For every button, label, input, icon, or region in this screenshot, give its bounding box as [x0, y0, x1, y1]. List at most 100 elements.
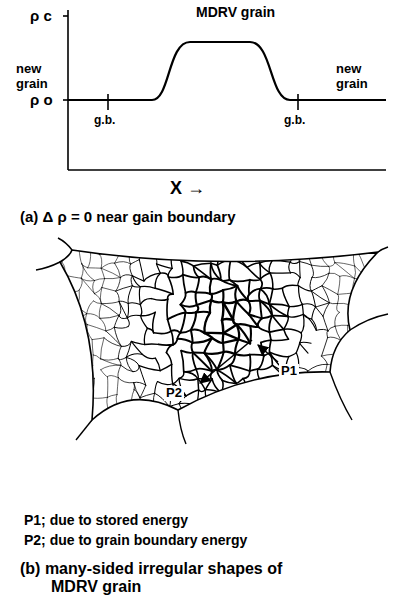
dislocation-wall: [337, 304, 340, 313]
dislocation-wall: [300, 262, 312, 266]
dislocation-wall: [51, 314, 55, 331]
dislocation-wall: [261, 340, 271, 342]
dislocation-wall: [121, 275, 133, 278]
dislocation-wall: [204, 352, 224, 354]
force-label: P2: [164, 386, 184, 401]
dislocation-wall: [208, 404, 221, 408]
dislocation-wall: [244, 388, 260, 391]
dislocation-wall: [155, 358, 160, 371]
dislocation-wall: [195, 406, 197, 421]
dislocation-wall: [237, 286, 248, 301]
dislocation-wall: [269, 261, 272, 273]
dislocation-wall: [355, 276, 368, 279]
dislocation-wall: [211, 234, 217, 247]
dislocation-wall: [168, 268, 172, 277]
dislocation-wall: [117, 417, 132, 423]
dislocation-wall: [61, 314, 66, 329]
dislocation-wall: [260, 288, 273, 289]
dislocation-wall: [181, 261, 183, 274]
dislocation-wall: [272, 315, 288, 317]
dislocation-wall: [247, 263, 260, 267]
dislocation-wall: [380, 391, 387, 397]
dislocation-wall: [272, 250, 290, 252]
dislocation-wall: [295, 379, 309, 382]
dislocation-wall: [64, 339, 76, 354]
dislocation-wall: [54, 290, 69, 291]
dislocation-wall: [289, 353, 297, 357]
dislocation-wall: [373, 235, 387, 239]
dislocation-wall: [119, 302, 127, 319]
dislocation-wall: [73, 393, 75, 403]
dislocation-wall: [233, 301, 236, 319]
dislocation-wall: [130, 234, 139, 236]
dislocation-wall: [282, 285, 298, 288]
dislocation-wall: [77, 341, 79, 354]
dislocation-wall: [334, 404, 337, 421]
dislocation-wall: [132, 408, 134, 424]
dislocation-wall: [322, 286, 329, 303]
dislocation-wall: [311, 265, 328, 266]
dislocation-wall: [257, 404, 274, 417]
dislocation-wall: [141, 312, 156, 315]
dislocation-wall: [249, 314, 258, 326]
dislocation-wall: [223, 302, 233, 320]
dislocation-wall: [311, 265, 313, 277]
dislocation-wall: [295, 382, 302, 398]
dislocation-wall: [100, 242, 106, 255]
dislocation-wall: [229, 260, 231, 280]
dislocation-wall: [243, 371, 250, 379]
dislocation-wall: [247, 267, 260, 279]
dislocation-wall: [365, 247, 381, 251]
dislocation-wall: [257, 404, 259, 422]
dislocation-wall: [77, 354, 81, 371]
dislocation-wall: [64, 351, 69, 367]
dislocation-wall: [168, 313, 186, 320]
dislocation-wall: [257, 391, 260, 404]
dislocation-wall: [53, 408, 55, 424]
dislocation-wall: [66, 326, 80, 329]
dislocation-wall: [270, 273, 273, 289]
dislocation-wall: [55, 313, 61, 314]
dislocation-wall: [166, 353, 171, 365]
dislocation-wall: [211, 263, 221, 280]
dislocation-wall: [302, 391, 314, 397]
dislocation-wall: [128, 303, 140, 305]
dislocation-wall: [310, 404, 314, 419]
dislocation-wall: [196, 369, 212, 372]
dislocation-wall: [114, 315, 119, 327]
dislocation-wall: [107, 395, 117, 398]
dislocation-wall: [300, 418, 314, 419]
dislocation-wall: [222, 343, 225, 352]
dislocation-wall: [184, 236, 186, 251]
dislocation-wall: [282, 288, 289, 306]
dislocation-wall: [290, 251, 303, 253]
region-label: new grain: [16, 62, 60, 92]
dislocation-wall: [373, 397, 380, 407]
dislocation-wall: [101, 370, 108, 377]
dislocation-wall: [299, 286, 303, 305]
dislocation-wall: [101, 263, 114, 268]
dislocation-wall: [211, 234, 221, 236]
dislocation-wall: [250, 279, 260, 280]
dislocation-wall: [223, 339, 239, 343]
dislocation-wall: [157, 421, 173, 422]
dislocation-wall: [360, 405, 373, 407]
dislocation-wall: [212, 338, 223, 343]
dislocation-wall: [210, 234, 212, 251]
dislocation-wall: [363, 293, 381, 295]
dislocation-wall: [127, 315, 140, 318]
dislocation-wall: [248, 404, 258, 410]
dislocation-wall: [263, 239, 276, 241]
dislocation-wall: [322, 354, 343, 356]
dislocation-wall: [217, 247, 231, 252]
force-label: P1: [279, 364, 299, 379]
dislocation-wall: [100, 255, 102, 269]
dislocation-wall: [222, 319, 233, 320]
dislocation-wall: [269, 289, 273, 304]
density-curve: [68, 42, 386, 100]
dislocation-wall: [349, 379, 367, 384]
dislocation-wall: [245, 241, 251, 252]
dislocation-wall: [259, 289, 260, 301]
dislocation-wall: [302, 304, 303, 314]
dislocation-wall: [126, 354, 142, 358]
